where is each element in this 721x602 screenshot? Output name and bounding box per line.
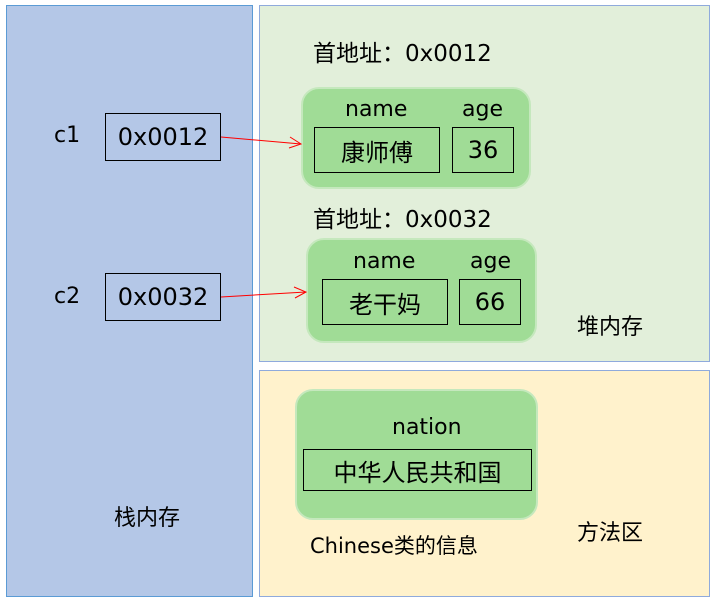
name-header: name	[345, 97, 408, 122]
age-header: age	[462, 97, 503, 122]
arrow-c2	[220, 286, 308, 299]
name-value: 康师傅	[314, 127, 440, 173]
heap-label: 堆内存	[577, 315, 644, 340]
object-address-1: 首地址：0x0012	[313, 41, 492, 67]
stack-label: 栈内存	[114, 506, 181, 531]
class-info-caption: Chinese类的信息	[310, 534, 478, 558]
object-address-2: 首地址：0x0032	[313, 207, 492, 233]
chinese-class-info: nation 中华人民共和国	[295, 389, 538, 520]
nation-header: nation	[392, 415, 462, 440]
var-value-c1: 0x0012	[105, 113, 221, 161]
arrow-c1	[220, 136, 303, 149]
name-header: name	[353, 249, 416, 274]
age-value: 66	[459, 279, 521, 325]
var-name-c2: c2	[54, 284, 81, 309]
name-value: 老干妈	[322, 279, 448, 325]
nation-value: 中华人民共和国	[303, 449, 532, 491]
method-area-label: 方法区	[577, 521, 644, 546]
var-name-c1: c1	[54, 123, 81, 148]
object-2: name age 老干妈 66	[306, 238, 537, 343]
age-value: 36	[452, 127, 514, 173]
object-1: name age 康师傅 36	[301, 87, 531, 189]
var-value-c2: 0x0032	[105, 273, 221, 321]
age-header: age	[470, 249, 511, 274]
stack-memory-panel	[6, 5, 253, 597]
